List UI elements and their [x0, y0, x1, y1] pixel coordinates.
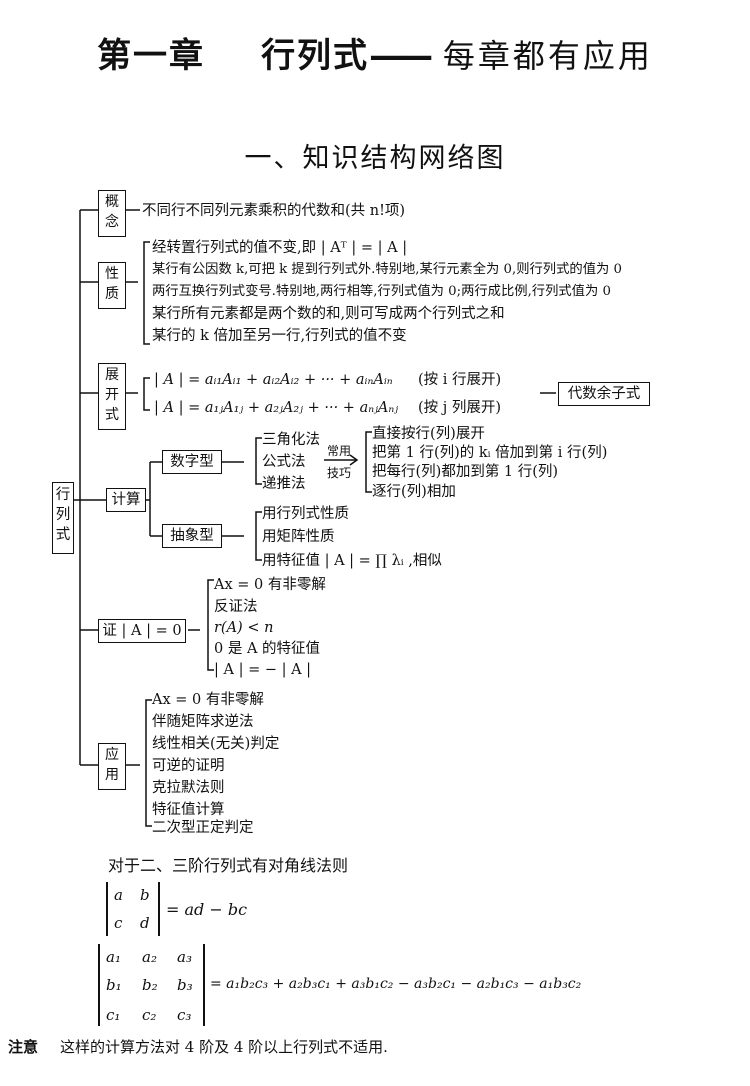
application-item: 克拉默法则	[152, 780, 225, 796]
m3-cell: c₂	[142, 1006, 157, 1024]
column-expansion-formula: | A | = a₁ⱼA₁ⱼ + a₂ⱼA₂ⱼ + ··· + aₙⱼAₙⱼ	[154, 400, 399, 416]
note-label: 注意	[8, 1038, 39, 1056]
title-dash: ——	[369, 36, 433, 76]
arrow-label-bottom: 技巧	[327, 466, 352, 480]
chapter-topic: 行列式	[261, 36, 370, 76]
m3-cell: c₁	[106, 1006, 121, 1024]
m3-cell: b₂	[142, 976, 158, 994]
m2-cell: b	[140, 886, 150, 904]
abstract-method: 用特征值 | A | = ∏ λᵢ ,相似	[262, 553, 442, 569]
technique-item: 直接按行(列)展开	[372, 426, 485, 442]
m2-cell: a	[114, 886, 123, 904]
m3-cell: c₃	[177, 1006, 192, 1024]
abstract-method: 用矩阵性质	[262, 529, 335, 545]
column-expansion-note: (按 j 列展开)	[418, 400, 502, 416]
property-item: 某行所有元素都是两个数的和,则可写成两个行列式之和	[152, 306, 505, 322]
application-item: 线性相关(无关)判定	[152, 736, 280, 752]
application-item: 二次型正定判定	[152, 820, 254, 836]
m3-cell: a₃	[177, 948, 192, 966]
property-item: 某行的 k 倍加至另一行,行列式的值不变	[152, 328, 407, 344]
proof-item: 反证法	[214, 599, 258, 615]
technique-item: 把每行(列)都加到第 1 行(列)	[372, 464, 559, 480]
m3-right-bar	[203, 944, 205, 1026]
abstract-type-node: 抽象型	[162, 524, 222, 548]
application-item: 伴随矩阵求逆法	[152, 714, 254, 730]
m2-right-bar	[158, 882, 160, 936]
numeric-method: 递推法	[262, 476, 306, 492]
note-text: 这样的计算方法对 4 阶及 4 阶以上行列式不适用.	[60, 1038, 388, 1056]
proof-node: 证 | A | = 0	[98, 619, 186, 643]
properties-node: 性质	[98, 262, 126, 309]
chapter-subtitle: 每章都有应用	[442, 37, 653, 75]
technique-item: 把第 1 行(列)的 kᵢ 倍加到第 i 行(列)	[372, 445, 608, 461]
m2-cell: c	[114, 914, 123, 932]
proof-item: | A | = − | A |	[214, 662, 312, 678]
chapter-number: 第一章	[97, 36, 206, 76]
property-item: 两行互换行列式变号.特别地,两行相等,行列式值为 0;两行成比例,行列式值为 0	[152, 284, 611, 299]
property-item: 经转置行列式的值不变,即 | Aᵀ | = | A |	[152, 240, 408, 256]
proof-item: 0 是 A 的特征值	[214, 641, 321, 657]
applications-node: 应用	[98, 743, 126, 790]
m3-left-bar	[98, 944, 100, 1026]
application-item: 特征值计算	[152, 802, 225, 818]
m2-cell: d	[140, 914, 150, 932]
numeric-method: 公式法	[262, 454, 306, 470]
proof-item: r(A) < n	[214, 620, 274, 636]
numeric-method: 三角化法	[262, 432, 320, 448]
abstract-method: 用行列式性质	[262, 506, 349, 522]
expansion-node: 展开式	[98, 363, 126, 430]
calculation-node: 计算	[106, 488, 146, 512]
proof-item: Ax = 0 有非零解	[214, 577, 326, 593]
row-expansion-note: (按 i 行展开)	[418, 372, 502, 388]
m3-cell: a₂	[142, 948, 157, 966]
m2-left-bar	[106, 882, 108, 936]
m2-result: = ad − bc	[166, 900, 248, 919]
application-item: Ax = 0 有非零解	[152, 692, 264, 708]
m3-cell: b₁	[106, 976, 122, 994]
m3-cell: a₁	[106, 948, 121, 966]
numeric-type-node: 数字型	[162, 450, 222, 474]
diagonal-rule-intro: 对于二、三阶行列式有对角线法则	[108, 856, 349, 875]
row-expansion-formula: | A | = aᵢ₁Aᵢ₁ + aᵢ₂Aᵢ₂ + ··· + aᵢₙAᵢₙ	[154, 372, 393, 388]
property-item: 某行有公因数 k,可把 k 提到行列式外.特别地,某行元素全为 0,则行列式的值…	[152, 262, 622, 277]
m3-cell: b₃	[177, 976, 193, 994]
section-title: 一、知识结构网络图	[244, 143, 506, 174]
technique-item: 逐行(列)相加	[372, 484, 456, 500]
concept-node: 概念	[98, 190, 126, 237]
application-item: 可逆的证明	[152, 758, 225, 774]
chapter-title: 第一章 行列式—— 每章都有应用	[0, 28, 750, 77]
note: 注意 这样的计算方法对 4 阶及 4 阶以上行列式不适用.	[8, 1036, 388, 1057]
arrow-label-top: 常用	[327, 444, 352, 458]
cofactor-box: 代数余子式	[558, 382, 650, 406]
m3-result: = a₁b₂c₃ + a₂b₃c₁ + a₃b₁c₂ − a₃b₂c₁ − a₂…	[210, 976, 582, 992]
concept-text: 不同行不同列元素乘积的代数和(共 n!项)	[142, 203, 406, 219]
root-node: 行列式	[52, 482, 74, 554]
